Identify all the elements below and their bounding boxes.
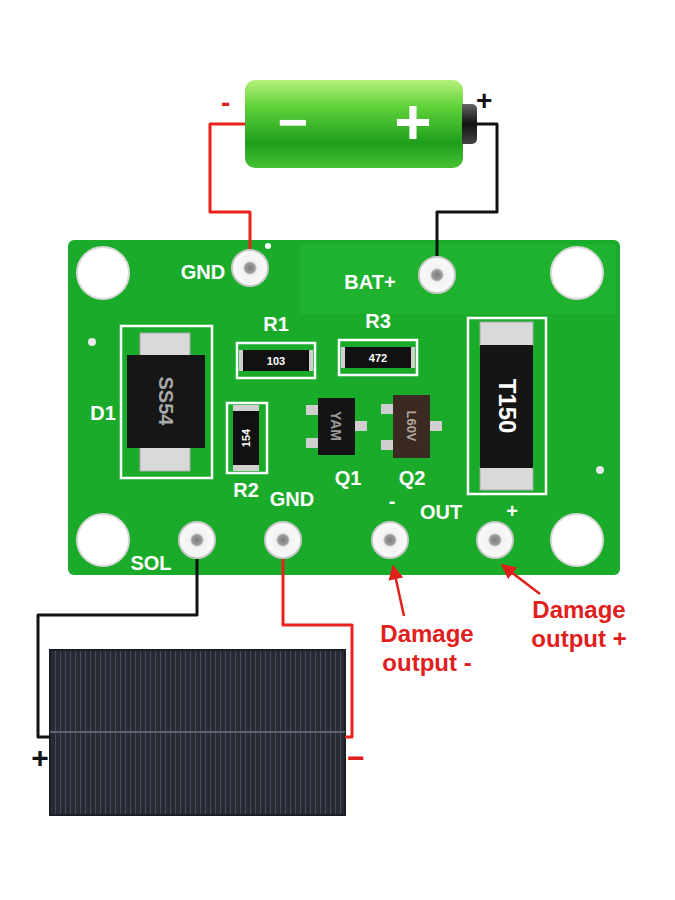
part-marking: SS54 [156,377,176,426]
solder-pad: GND [264,521,302,559]
battery-body [462,104,477,144]
copper-pour [300,244,616,314]
transistor-pin [381,404,393,414]
part-marking: 472 [369,352,387,363]
pcb-board [68,240,620,575]
solder-pad: SOL [178,521,216,559]
silkscreen-outline [237,343,315,378]
resistor-symbol: R1103 [243,350,309,371]
part-name: R1 [263,314,289,334]
diode-tab [140,447,190,471]
leader-line [502,565,540,594]
resistor-symbol: R3472 [345,347,411,368]
callout-note: Damage output + [512,596,646,654]
solder-pad: BAT+ [418,256,456,294]
solder-pad: GND [231,249,269,287]
wire [283,559,352,737]
wire [210,124,250,249]
part-name: Q2 [399,468,426,488]
pin-name: - [389,491,396,511]
wire [38,559,197,737]
part-name: Q1 [335,468,362,488]
fiducial-dot [596,466,604,474]
part-marking: YAM [329,411,343,441]
mounting-hole [551,247,603,299]
pin-name: SOL [130,553,171,573]
silkscreen-outline [468,318,546,494]
transistor-symbol: Q2L60V [393,395,430,458]
battery-symbol: −+ [245,80,477,168]
fiducial-dot [88,338,96,346]
part-name: D1 [90,403,116,423]
polarity-sign: − [347,743,365,773]
resistor-end [233,465,259,471]
mounting-hole [77,247,129,299]
pin-name: GND [181,262,225,282]
solder-pad: - [371,521,409,559]
polarity-sign: + [476,84,492,118]
silkscreen-outline [339,340,417,375]
mounting-hole [77,514,129,566]
silkscreen-outline [121,326,212,478]
solar-panel-symbol: +− [50,650,345,815]
diode-tab [140,333,190,357]
part-marking: L60V [405,410,418,441]
polarity-sign: + [31,743,49,773]
solder-pad: + [476,521,514,559]
polarity-sign: − [278,96,308,148]
transistor-pin [355,421,367,431]
pin-name: GND [270,489,314,509]
pin-name: BAT+ [344,272,395,292]
part-marking: T150 [495,379,519,434]
pin1-dot [265,243,271,249]
pin-name: + [506,501,518,521]
leader-line [393,566,404,616]
diode-symbol: D1SS54 [127,355,205,448]
transistor-pin [381,440,393,450]
polarity-sign: - [221,86,230,120]
inductor-end [480,467,533,490]
part-marking: 154 [241,429,252,447]
polarity-sign: + [394,90,431,154]
inductor-symbol: T150 [480,345,533,468]
transistor-pin [306,405,318,415]
transistor-symbol: Q1YAM [318,398,355,455]
part-name: R3 [365,311,391,331]
solar-cell-divider [50,731,345,733]
pin-name: OUT [420,500,462,524]
solar-panel [50,650,345,815]
silkscreen-outline [227,403,267,473]
mounting-hole [551,514,603,566]
resistor-symbol: R2154 [233,411,259,465]
part-name: R2 [233,480,259,500]
inductor-end [480,322,533,346]
part-marking: 103 [267,355,285,366]
transistor-pin [306,438,318,448]
callout-note: Damage output - [362,620,492,678]
transistor-pin [430,421,442,431]
